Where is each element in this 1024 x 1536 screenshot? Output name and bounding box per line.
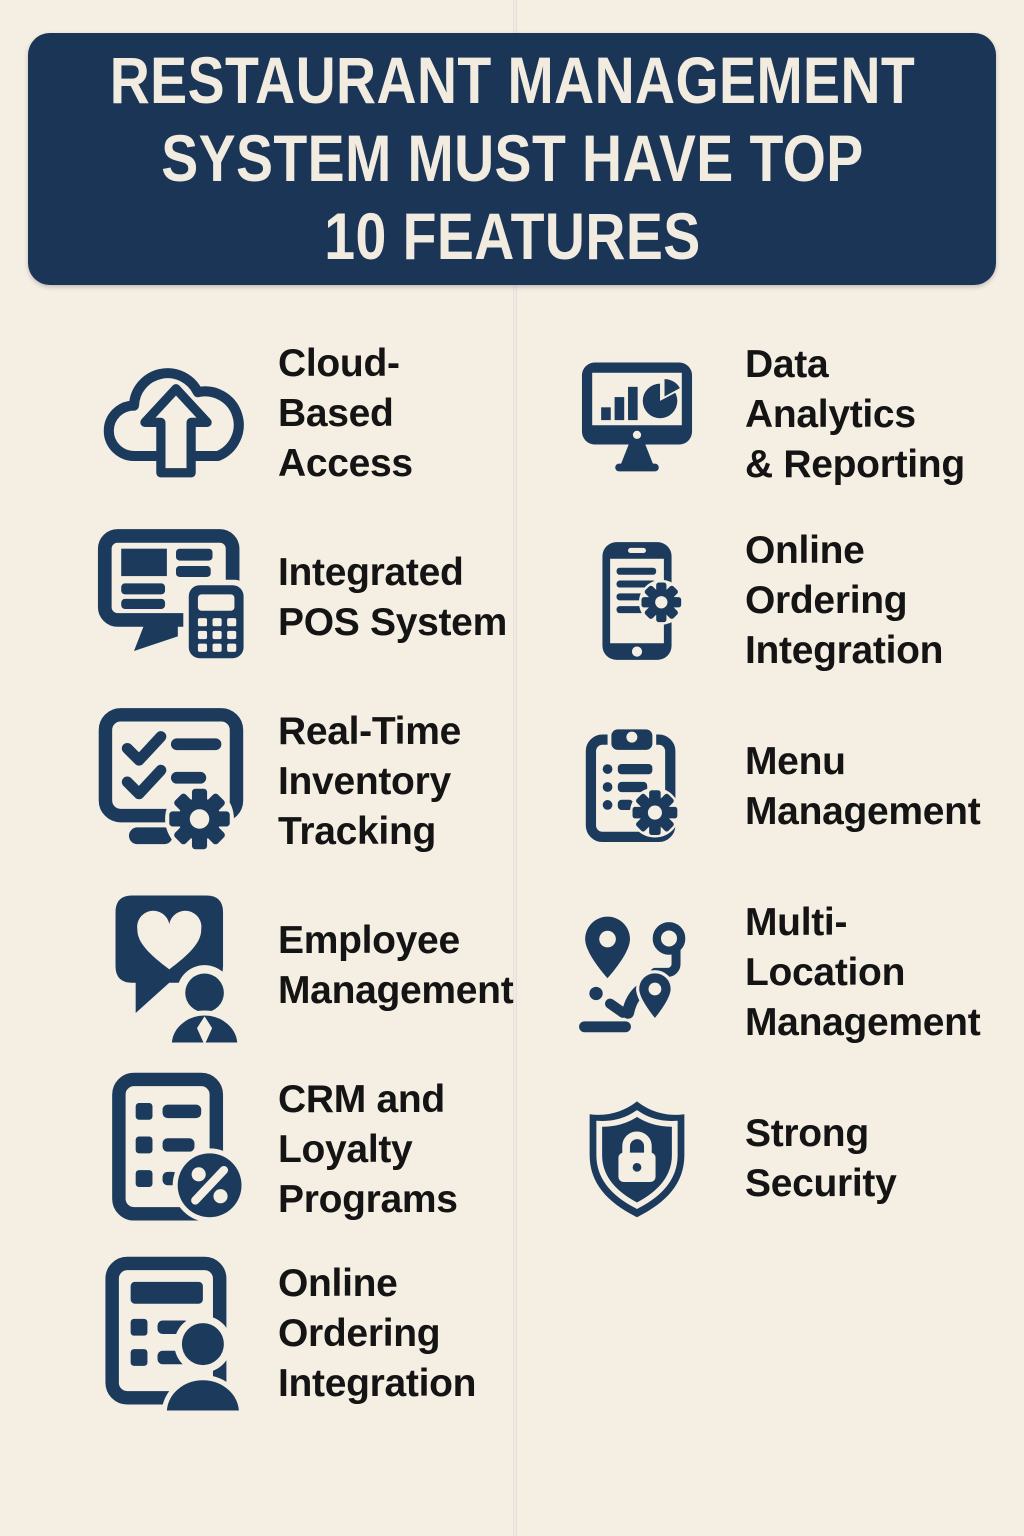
column-divider — [513, 0, 517, 1536]
feature-label: Employee Management — [278, 919, 514, 1012]
monitor-analytics-icon — [573, 337, 701, 493]
right-column: Data Analytics & Reporting — [517, 322, 1024, 1426]
shield-lock-icon — [573, 1081, 701, 1237]
feature-label: Online Ordering Integration — [278, 1262, 477, 1405]
feature-cloud-based-access: Cloud- Based Access — [92, 322, 517, 506]
feature-online-ordering-integration-left: Online Ordering Integration — [92, 1242, 517, 1426]
feature-label: Real-Time Inventory Tracking — [278, 710, 461, 853]
feature-integrated-pos-system: Integrated POS System — [92, 506, 517, 690]
page-title: RESTAURANT MANAGEMENT SYSTEM MUST HAVE T… — [109, 43, 915, 273]
feature-label: Online Ordering Integration — [745, 529, 944, 672]
feature-label: CRM and Loyalty Programs — [278, 1078, 458, 1221]
feature-menu-management: Menu Management — [573, 694, 1024, 880]
clipboard-gear-icon — [573, 709, 701, 865]
document-percent-icon — [92, 1066, 260, 1234]
chat-heart-person-icon — [92, 882, 260, 1050]
feature-real-time-inventory-tracking: Real-Time Inventory Tracking — [92, 690, 517, 874]
feature-label: Integrated POS System — [278, 551, 507, 644]
feature-label: Data Analytics & Reporting — [745, 343, 965, 486]
feature-label: Multi- Location Management — [745, 901, 981, 1044]
feature-strong-security: Strong Security — [573, 1066, 1024, 1252]
feature-employee-management: Employee Management — [92, 874, 517, 1058]
inventory-checklist-gear-icon — [92, 698, 260, 866]
feature-label: Menu Management — [745, 740, 981, 833]
map-route-pins-icon — [573, 895, 701, 1051]
feature-multi-location-management: Multi- Location Management — [573, 880, 1024, 1066]
cloud-upload-icon — [92, 330, 260, 498]
pos-terminal-icon — [92, 514, 260, 682]
feature-label: Cloud- Based Access — [278, 342, 413, 485]
document-person-icon — [92, 1250, 260, 1418]
feature-online-ordering-integration-right: Online Ordering Integration — [573, 508, 1024, 694]
feature-crm-loyalty-programs: CRM and Loyalty Programs — [92, 1058, 517, 1242]
phone-gear-icon — [573, 523, 701, 679]
header-banner: RESTAURANT MANAGEMENT SYSTEM MUST HAVE T… — [28, 33, 996, 285]
feature-data-analytics-reporting: Data Analytics & Reporting — [573, 322, 1024, 508]
feature-label: Strong Security — [745, 1112, 897, 1205]
left-column: Cloud- Based Access — [0, 322, 517, 1426]
feature-grid: Cloud- Based Access — [0, 322, 1024, 1426]
